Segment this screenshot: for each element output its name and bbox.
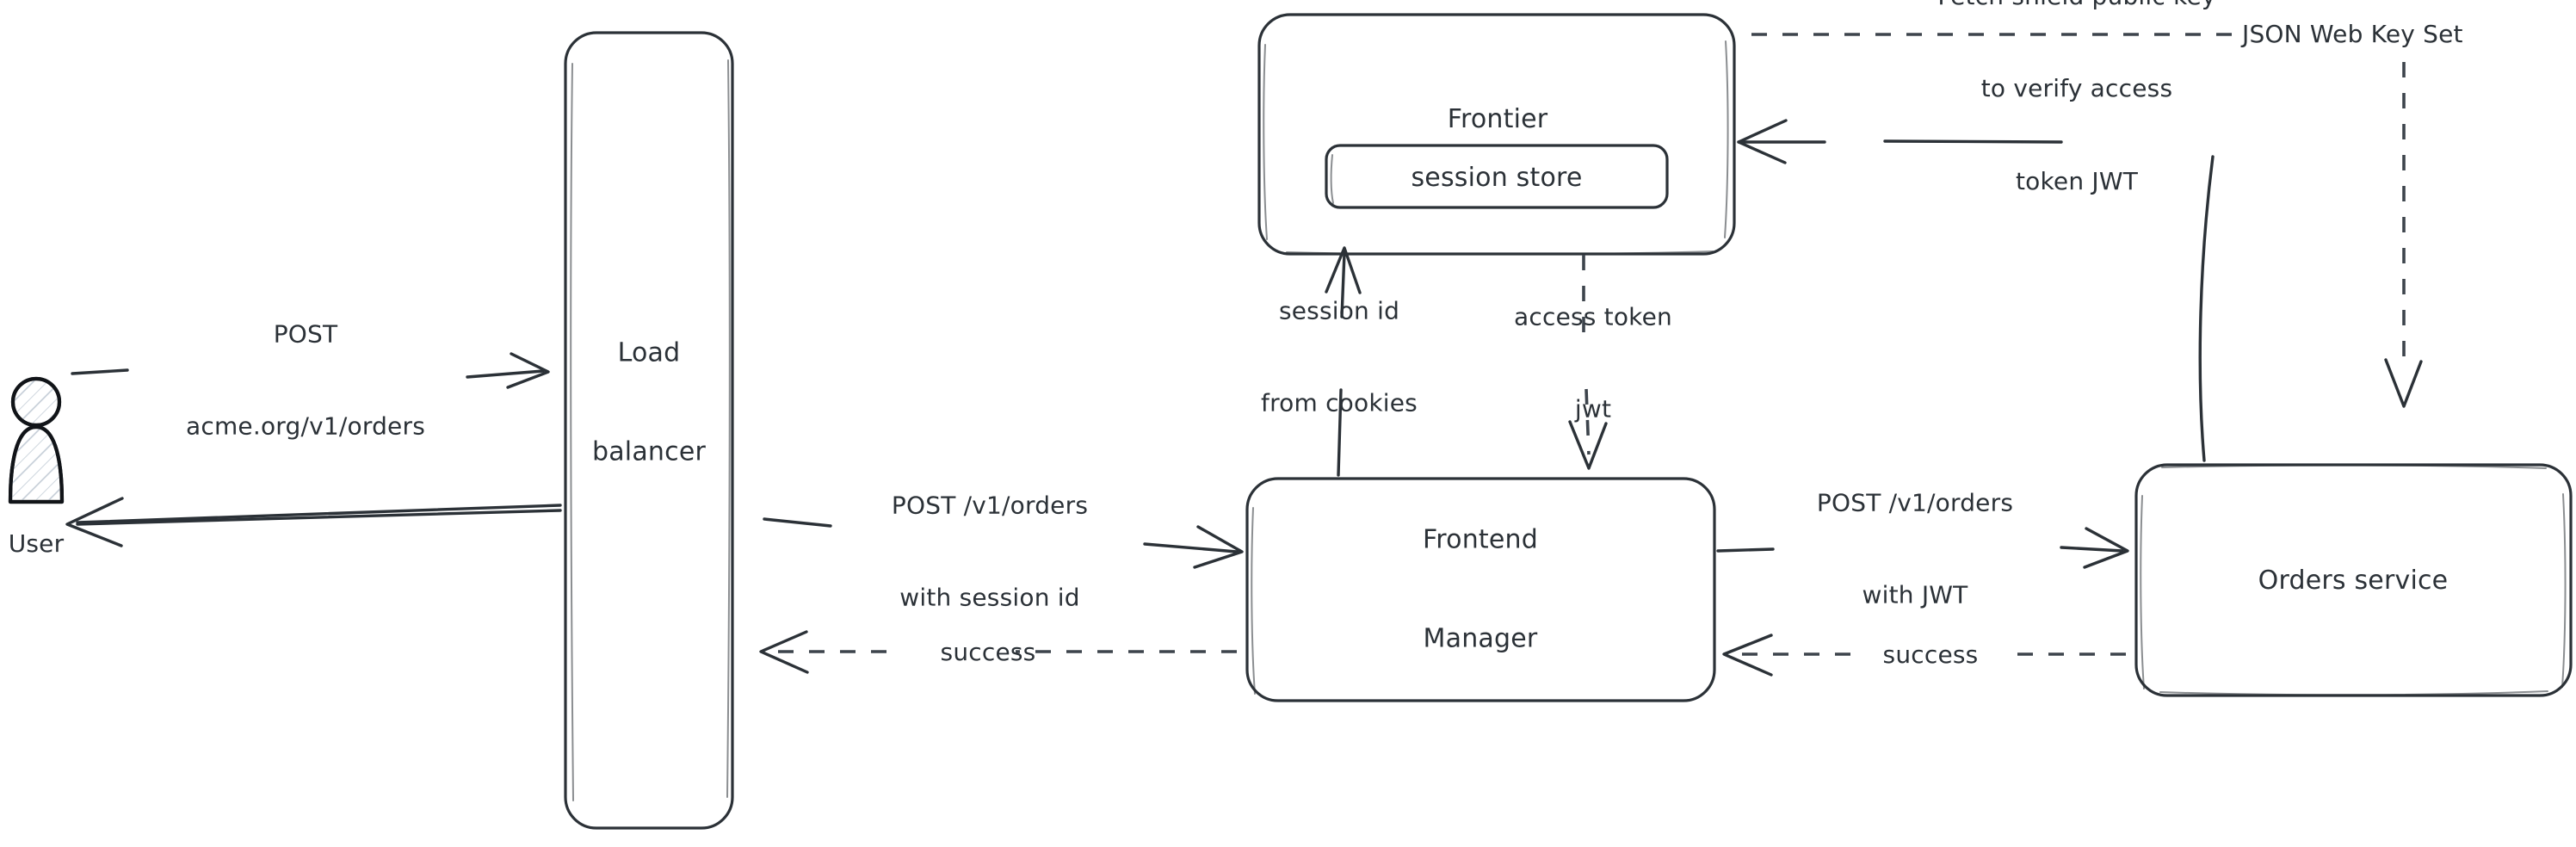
edge-jwks-to-orders-service [1751, 33, 2423, 408]
edge-orders-service-to-frontend-manager [1722, 634, 2126, 677]
edge-frontend-manager-to-frontier [1325, 246, 1362, 477]
node-load-balancer[interactable] [564, 31, 734, 830]
edge-orders-service-to-frontier [1737, 119, 2215, 462]
node-frontier[interactable] [1257, 13, 1736, 256]
edge-frontier-to-frontend-manager [1568, 255, 1608, 470]
edge-load-balancer-to-frontend-manager [763, 517, 1244, 569]
edge-load-balancer-to-user [65, 497, 562, 547]
edge-frontend-manager-to-load-balancer [759, 630, 1237, 674]
node-frontend-manager[interactable] [1245, 477, 1716, 702]
node-session-store[interactable] [1325, 144, 1669, 209]
edge-frontend-manager-to-orders-service [1716, 527, 2129, 569]
node-orders-service[interactable] [2134, 463, 2573, 697]
person-icon [8, 376, 65, 504]
edge-user-to-load-balancer [71, 352, 550, 389]
